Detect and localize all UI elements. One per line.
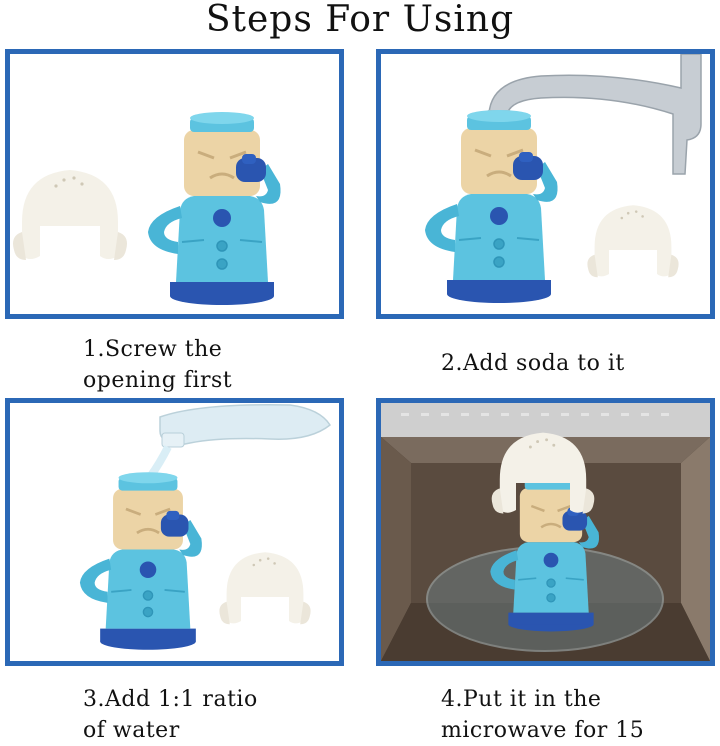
step-1-caption: 1.Screw the opening first (83, 334, 232, 396)
step-4-line-1: 4.Put it in the (441, 687, 602, 712)
step-1-image (5, 49, 344, 319)
step-3-image (5, 398, 344, 666)
step-4-line-2: microwave for 15 (441, 718, 645, 743)
step-2-line-1: 2.Add soda to it (441, 351, 625, 376)
step-1-line-2: opening first (83, 368, 233, 393)
figure-with-hair-removed (13, 110, 283, 307)
page-title: Steps For Using (205, 0, 515, 40)
step-2-image (376, 49, 715, 319)
step-3-line-1: 3.Add 1:1 ratio (83, 687, 258, 712)
figure-being-filled-with-water (78, 404, 331, 652)
figure-in-microwave (381, 403, 710, 661)
step-2-caption: 2.Add soda to it (441, 348, 625, 379)
step-4-image (376, 398, 715, 666)
step-1-line-1: 1.Screw the (83, 337, 223, 362)
step-3-line-2: of water (83, 718, 180, 743)
figure-under-faucet (423, 54, 702, 305)
